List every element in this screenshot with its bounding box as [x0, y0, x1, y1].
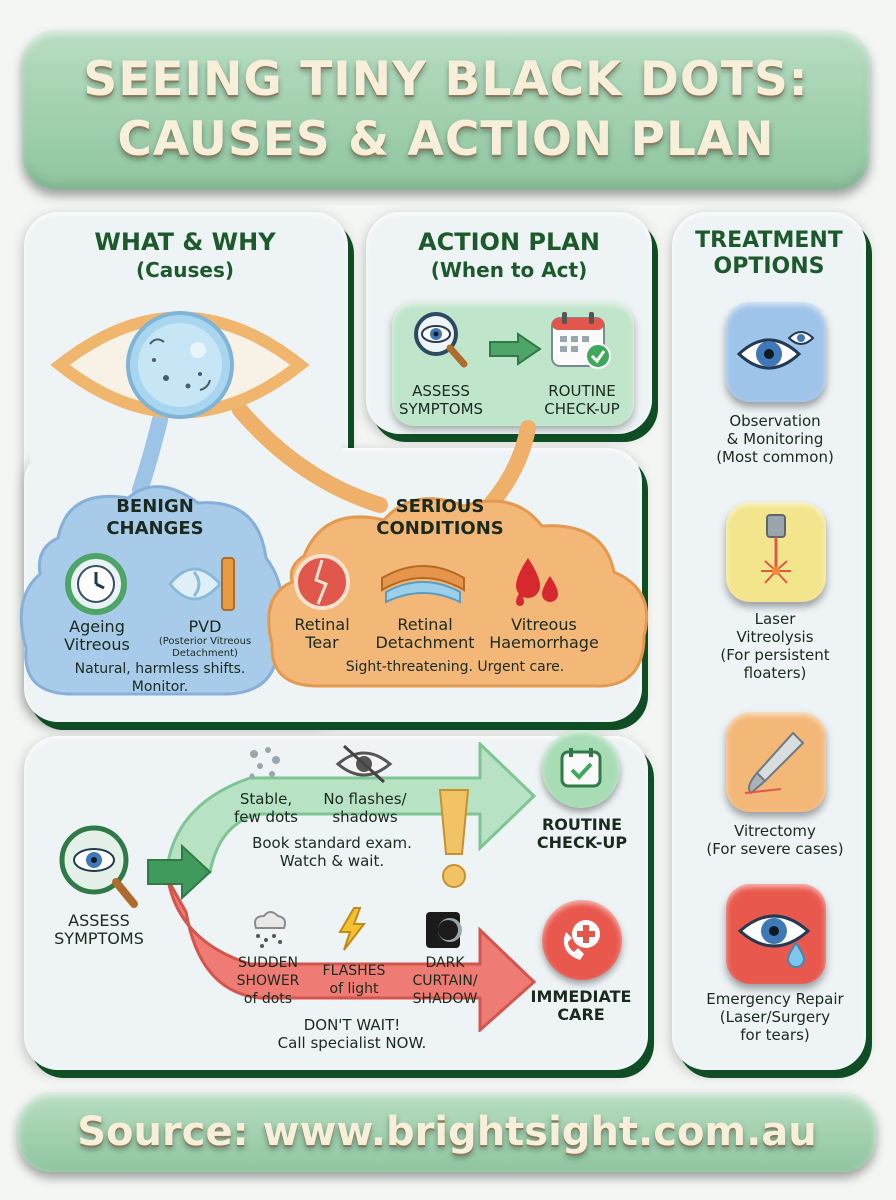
route-arrows [147, 742, 537, 1032]
treatment-laser-label: Laser Vitreolysis (For persistent floate… [720, 610, 830, 682]
source-footer: Source: www.brightsight.com.au [18, 1092, 876, 1172]
treatment-heading: TREATMENT OPTIONS [695, 228, 843, 279]
vitrectomy-tile [726, 712, 826, 812]
action-step-assess: ASSESS SYMPTOMS [398, 382, 484, 418]
title-line-1: SEEING TINY BLACK DOTS: [83, 52, 809, 107]
what-why-heading: WHAT & WHY [94, 228, 276, 256]
green-sym-stable: Stable, few dots [234, 790, 298, 826]
benign-title: BENIGN CHANGES [106, 496, 204, 539]
clock-cycle-icon [65, 553, 127, 615]
routine-checkup-circle [542, 730, 620, 808]
red-sym-curtain: DARK CURTAIN/ SHADOW [412, 955, 478, 1007]
pvd-eye-icon [168, 557, 235, 611]
eye-monitor-icon [736, 331, 815, 370]
serious-item-detachment: Retinal Detachment [375, 615, 475, 652]
action-plan-heading: ACTION PLAN [418, 228, 600, 256]
serious-title: SERIOUS CONDITIONS [376, 496, 504, 539]
green-destination-label: ROUTINE CHECK-UP [536, 815, 628, 852]
action-plan-subheading: (When to Act) [430, 258, 588, 282]
scalpel-icon [744, 731, 805, 795]
arrow-right-icon [489, 332, 542, 366]
serious-item-haemorrhage: Vitreous Haemorrhage [489, 615, 599, 652]
treatment-observation-label: Observation & Monitoring (Most common) [716, 412, 834, 466]
dark-curtain-icon [426, 912, 462, 948]
no-flash-eye-icon [335, 744, 393, 784]
green-sym-noflash: No flashes/ shadows [323, 790, 407, 826]
flow-start-label: ASSESS SYMPTOMS [54, 911, 144, 948]
action-step-routine: ROUTINE CHECK-UP [544, 382, 620, 418]
immediate-care-circle [542, 900, 622, 980]
red-sym-shower: SUDDEN SHOWER of dots [236, 955, 300, 1007]
benign-item-ageing: Ageing Vitreous [64, 617, 130, 654]
benign-item-pvd: PVD (Posterior Vitreous Detachment) [158, 617, 252, 660]
eye-tear-icon [737, 914, 811, 968]
what-why-subheading: (Causes) [135, 258, 235, 282]
treatment-emergency-label: Emergency Repair (Laser/Surgery for tear… [706, 990, 844, 1044]
emergency-tile [726, 884, 826, 984]
lightning-flash-icon [338, 907, 367, 951]
retinal-detachment-icon [381, 565, 465, 604]
assess-magnifier-icon [59, 825, 138, 908]
observation-tile [726, 302, 826, 402]
blood-drops-icon [516, 558, 558, 606]
red-note: DON'T WAIT! Call specialist NOW. [277, 1016, 427, 1052]
retinal-tear-icon [294, 554, 350, 610]
benign-note: Natural, harmless shifts. Monitor. [74, 661, 246, 695]
shower-cloud-icon [254, 911, 287, 948]
red-sym-flashes: FLASHES of light [322, 963, 386, 997]
serious-note: Sight-threatening. Urgent care. [345, 659, 565, 675]
treatment-vitrectomy-label: Vitrectomy (For severe cases) [706, 822, 844, 858]
title-line-2: CAUSES & ACTION PLAN [117, 112, 775, 167]
few-dots-icon [249, 747, 280, 779]
green-note: Book standard exam. Watch & wait. [252, 834, 412, 870]
title-banner: SEEING TINY BLACK DOTS: CAUSES & ACTION … [22, 30, 870, 190]
calendar-check-icon [551, 312, 611, 369]
calendar-check-icon [560, 748, 602, 788]
warning-exclamation-icon [438, 789, 470, 888]
laser-beam-icon [761, 514, 791, 584]
source-link[interactable]: Source: www.brightsight.com.au [77, 1109, 817, 1155]
magnifier-eye-icon [414, 312, 468, 368]
eye-floaters-icon [50, 311, 310, 419]
red-destination-label: IMMEDIATE CARE [530, 987, 632, 1024]
serious-item-tear: Retinal Tear [294, 615, 350, 652]
phone-cross-icon [563, 920, 600, 960]
laser-tile [726, 502, 826, 602]
